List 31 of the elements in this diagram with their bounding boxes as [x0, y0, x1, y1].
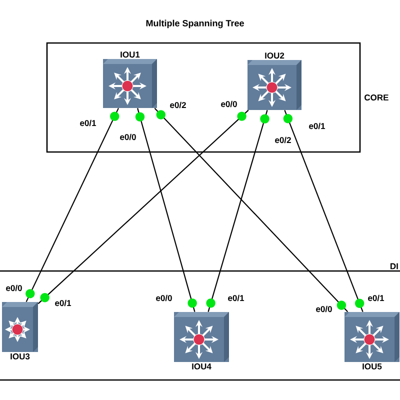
- port-label: e0/0: [221, 100, 237, 108]
- port-label: e0/1: [309, 122, 326, 130]
- port-label: e0/2: [170, 102, 186, 108]
- port-label: e0/1: [55, 300, 72, 306]
- node-label: IOU2: [265, 52, 284, 59]
- link-line: [154, 108, 348, 312]
- port-label: e0/0: [120, 134, 136, 140]
- node-label: IOU3: [10, 353, 30, 360]
- network-switch: IOU2: [248, 52, 302, 110]
- node-label: IOU5: [362, 363, 382, 370]
- link-line: [137, 108, 196, 312]
- network-switch: IOU3: [2, 302, 38, 360]
- network-switch: IOU4: [174, 312, 229, 370]
- port-label: e0/0: [316, 306, 332, 312]
- node-label: IOU4: [192, 363, 212, 370]
- port-label: e0/1: [228, 294, 244, 302]
- link-line: [284, 110, 364, 312]
- node-label: IOU1: [120, 52, 140, 58]
- port-label: e0/1: [368, 294, 384, 302]
- link-line: [38, 110, 249, 304]
- network-switch: IOU5: [344, 312, 400, 370]
- port-label: e0/2: [275, 136, 291, 144]
- node-label: DI: [390, 263, 398, 270]
- node-label: CORE: [364, 94, 388, 101]
- port-label: e0/0: [156, 294, 172, 302]
- title: Multiple Spanning Tree: [146, 20, 244, 28]
- port-label: e0/1: [80, 120, 96, 126]
- link-line: [208, 110, 268, 312]
- link-line: [26, 108, 119, 302]
- network-switch: IOU1: [103, 52, 157, 108]
- port-label: e0/0: [6, 284, 22, 292]
